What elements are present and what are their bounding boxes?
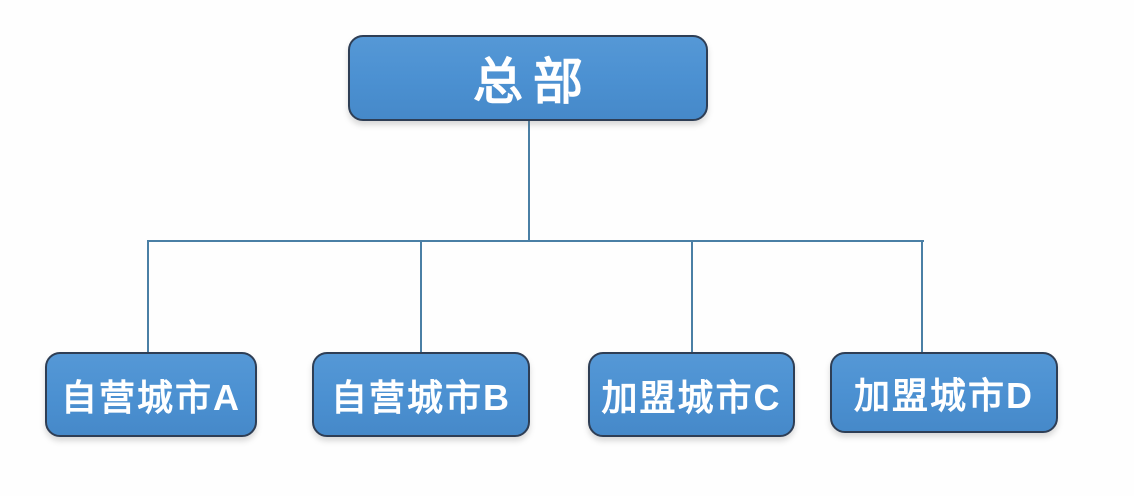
connector-root-stem bbox=[528, 119, 530, 242]
connector-horizontal-bar bbox=[147, 240, 924, 242]
node-city-c-label: 加盟城市C bbox=[601, 376, 782, 418]
connector-drop-city-d bbox=[921, 240, 923, 355]
node-city-b-label: 自营城市B bbox=[331, 376, 511, 418]
node-city-d-label: 加盟城市D bbox=[854, 374, 1034, 416]
node-city-a: 自营城市A bbox=[45, 352, 257, 437]
connector-drop-city-c bbox=[691, 240, 693, 354]
node-city-b: 自营城市B bbox=[312, 352, 530, 437]
node-city-c: 加盟城市C bbox=[588, 352, 795, 437]
node-city-a-label: 自营城市A bbox=[61, 376, 241, 418]
node-headquarters: 总部 bbox=[348, 35, 708, 121]
connector-drop-city-b bbox=[420, 240, 422, 354]
node-headquarters-label: 总部 bbox=[473, 54, 593, 110]
connector-drop-city-a bbox=[147, 240, 149, 354]
node-city-d: 加盟城市D bbox=[830, 352, 1058, 433]
